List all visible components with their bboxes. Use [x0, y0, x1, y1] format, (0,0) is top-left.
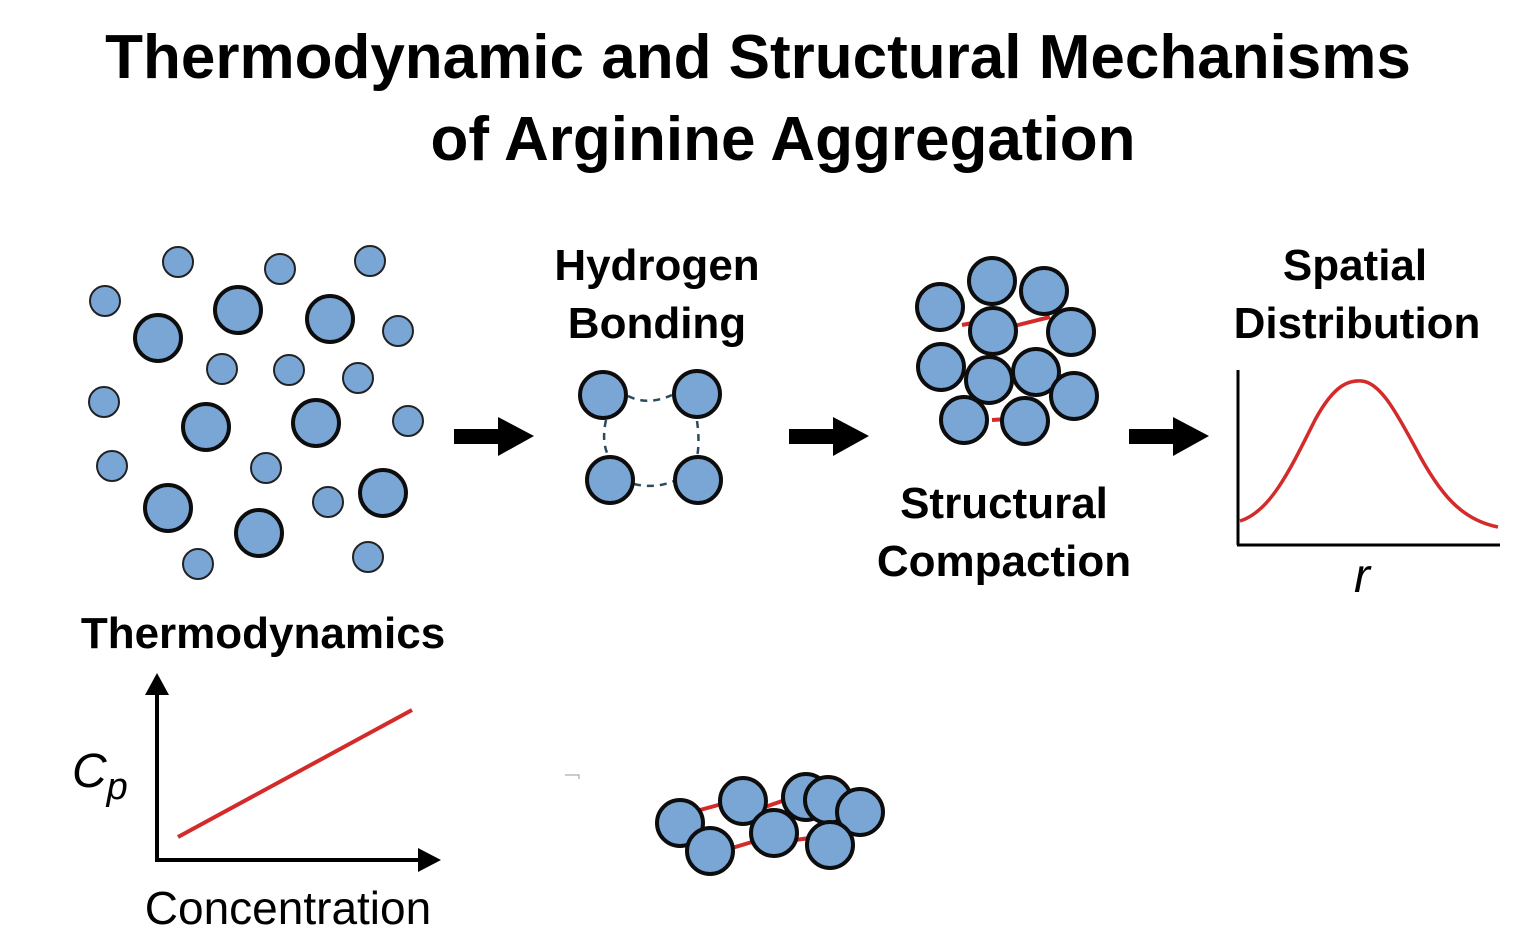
large-molecule — [181, 402, 231, 452]
right-arrow-icon — [454, 417, 534, 456]
small-molecule — [312, 486, 344, 518]
heat-capacity-symbol: C — [72, 745, 107, 798]
spatial-distribution-label-line-2: Distribution — [1234, 299, 1481, 348]
structural-compaction-label-line-2: Compaction — [877, 537, 1131, 586]
molecule — [939, 395, 989, 445]
right-arrow-icon — [1129, 417, 1209, 456]
chain-aggregate — [655, 772, 885, 876]
molecule — [915, 282, 965, 332]
small-molecule — [162, 246, 194, 278]
compact-cluster — [915, 256, 1099, 446]
molecule — [968, 306, 1018, 356]
small-molecule — [206, 353, 238, 385]
y-axis-arrowhead — [145, 673, 169, 695]
large-molecule — [143, 483, 193, 533]
molecule — [835, 787, 885, 837]
cp-trend-line — [177, 708, 413, 839]
small-molecule — [250, 452, 282, 484]
small-molecule — [342, 362, 374, 394]
heat-capacity-plot — [145, 673, 441, 872]
large-molecule — [234, 508, 284, 558]
heat-capacity-axis-label: Cp — [72, 745, 128, 808]
molecule — [967, 256, 1017, 306]
x-axis-arrowhead — [418, 848, 441, 872]
small-molecule — [89, 285, 121, 317]
small-molecule — [273, 354, 305, 386]
molecule — [964, 355, 1014, 405]
molecule — [1011, 347, 1061, 397]
concentration-axis-label: Concentration — [145, 882, 431, 934]
small-molecule — [382, 315, 414, 347]
distribution-plot — [1236, 370, 1500, 547]
molecule — [916, 342, 966, 392]
dispersed-molecules — [88, 245, 424, 580]
figure-title-line-2: of Arginine Aggregation — [431, 105, 1136, 174]
small-molecule — [392, 405, 424, 437]
small-molecule — [352, 541, 384, 573]
large-molecule — [213, 285, 263, 335]
hydrogen-bonded-tetramer — [578, 369, 723, 505]
molecule — [685, 826, 735, 876]
small-molecule — [182, 548, 214, 580]
molecule — [673, 455, 723, 505]
distribution-x-axis-label: r — [1354, 550, 1372, 603]
molecule — [1049, 371, 1099, 421]
small-molecule — [96, 450, 128, 482]
large-molecule — [291, 398, 341, 448]
molecule — [578, 370, 628, 420]
small-molecule — [264, 253, 296, 285]
molecule — [749, 808, 799, 858]
large-molecule — [133, 313, 183, 363]
molecule — [1046, 307, 1096, 357]
small-molecule — [88, 386, 120, 418]
molecule — [1019, 266, 1069, 316]
hydrogen-bonding-label-line-1: Hydrogen — [554, 241, 759, 290]
heat-capacity-subscript: p — [106, 766, 128, 808]
hydrogen-bond-dashes — [602, 393, 700, 488]
molecule — [585, 455, 635, 505]
stray-mark — [565, 774, 580, 779]
molecule — [805, 820, 855, 870]
spatial-distribution-label-line-1: Spatial — [1283, 241, 1427, 290]
distribution-curve — [1239, 379, 1499, 529]
large-molecule — [305, 294, 355, 344]
structural-compaction-label-line-1: Structural — [900, 479, 1108, 528]
molecule — [1000, 396, 1050, 446]
molecule — [672, 369, 722, 419]
molecule — [718, 776, 768, 826]
thermodynamics-heading: Thermodynamics — [81, 609, 445, 658]
small-molecule — [354, 245, 386, 277]
hydrogen-bonding-label-line-2: Bonding — [568, 299, 746, 348]
right-arrow-icon — [789, 417, 869, 456]
figure-title-line-1: Thermodynamic and Structural Mechanisms — [105, 23, 1411, 92]
large-molecule — [358, 468, 408, 518]
